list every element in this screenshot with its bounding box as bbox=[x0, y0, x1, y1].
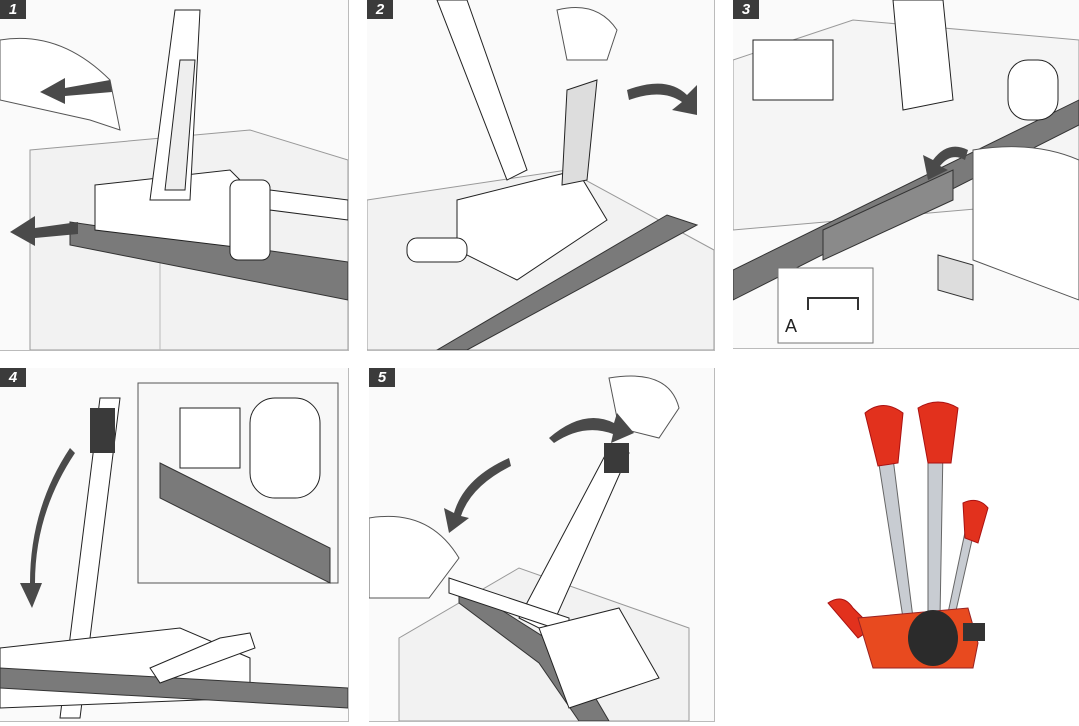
step-number-badge: 3 bbox=[733, 0, 759, 19]
step-3-panel: 3 A bbox=[733, 0, 1079, 349]
step-3-illustration bbox=[733, 0, 1079, 344]
step-5-illustration bbox=[369, 375, 690, 721]
left-arrow-icon bbox=[10, 216, 78, 246]
curved-arrow-icon bbox=[444, 458, 511, 533]
curved-arrow-icon bbox=[923, 146, 968, 180]
down-arrow-icon bbox=[20, 448, 75, 608]
step-5-panel: 5 bbox=[369, 368, 715, 722]
step-1-panel: 1 bbox=[0, 0, 349, 351]
curved-arrow-icon bbox=[549, 413, 634, 443]
red-handle-grip bbox=[962, 499, 989, 544]
strapping-tool-photo bbox=[733, 368, 1079, 721]
step-2-panel: 2 bbox=[367, 0, 715, 351]
step-1-illustration bbox=[0, 9, 348, 350]
step-number-badge: 5 bbox=[369, 368, 395, 387]
step-number-badge: 2 bbox=[367, 0, 393, 19]
seal-label: A bbox=[785, 316, 798, 336]
curved-arrow-icon bbox=[627, 83, 697, 115]
step-4-panel: 4 bbox=[0, 368, 349, 722]
left-arrow-icon bbox=[40, 78, 112, 104]
step-4-illustration bbox=[0, 382, 348, 719]
step-number-badge: 1 bbox=[0, 0, 26, 19]
red-handle-grip bbox=[917, 401, 959, 464]
step-2-illustration bbox=[367, 0, 714, 350]
step-number-badge: 4 bbox=[0, 368, 26, 387]
red-handle-grip bbox=[864, 405, 904, 467]
